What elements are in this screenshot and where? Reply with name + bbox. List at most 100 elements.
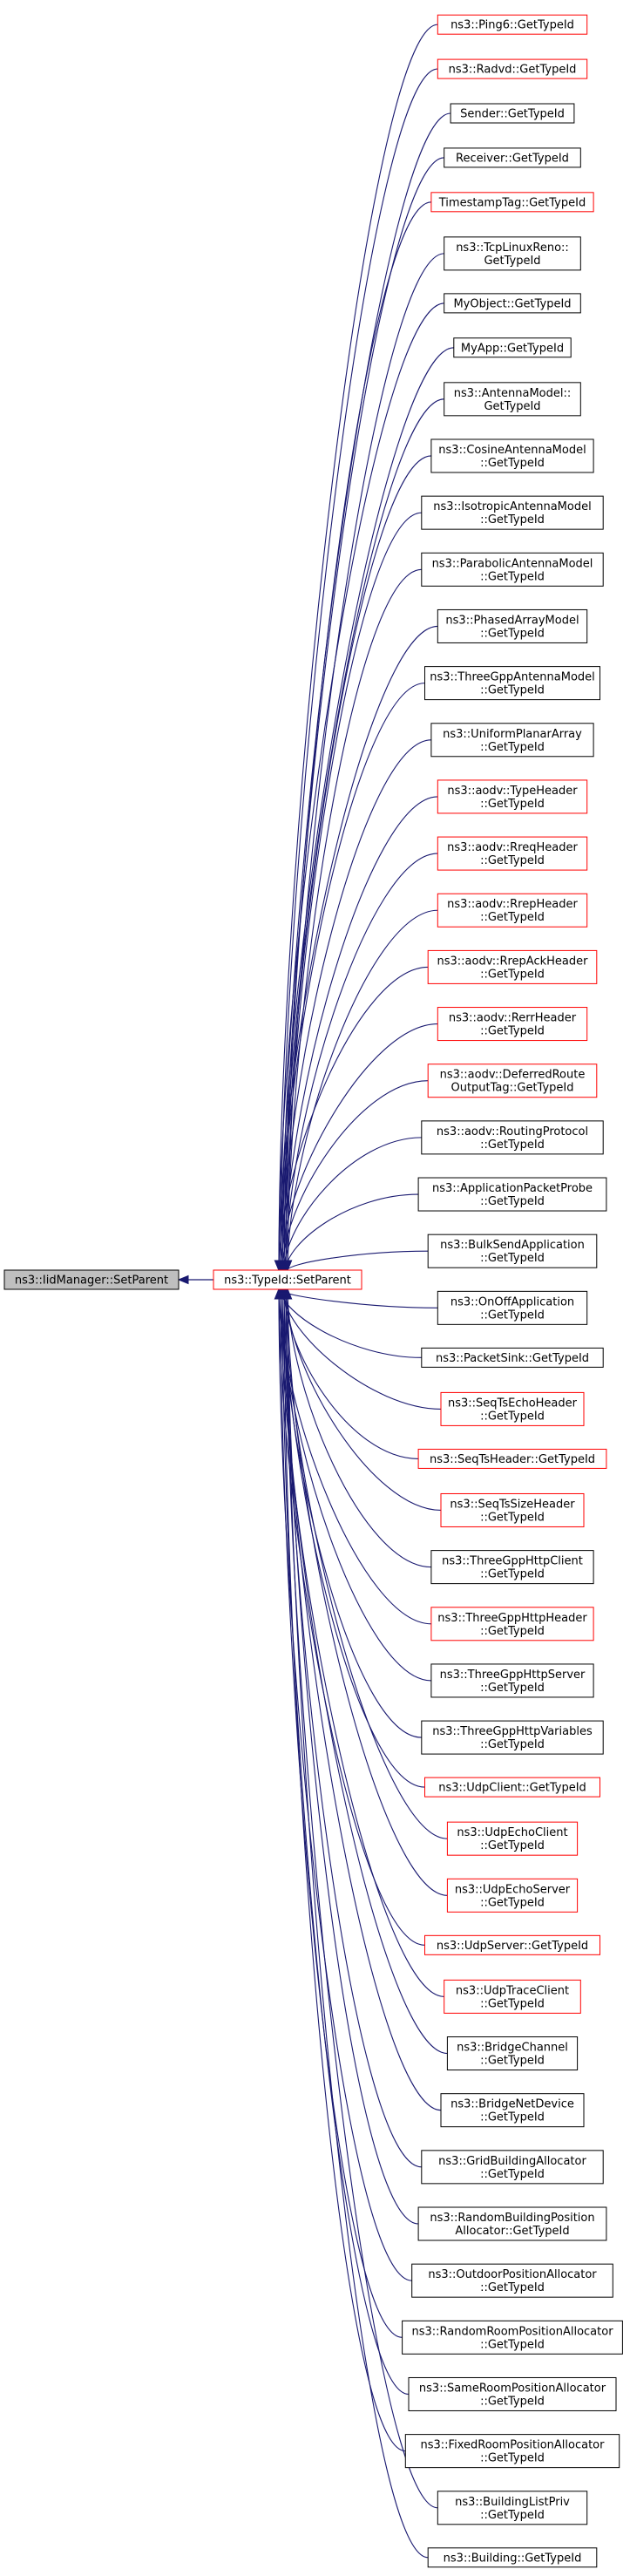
caller-node-bulksendapplication-gettypeid[interactable]: ns3::BulkSendApplication::GetTypeId — [427, 1234, 598, 1268]
node-label: ns3::UdpEchoServer — [455, 1883, 571, 1896]
caller-node-udptraceclient-gettypeid[interactable]: ns3::UdpTraceClient::GetTypeId — [444, 1979, 581, 2014]
node-box — [444, 147, 581, 168]
caller-node-aodv-rrepheader-gettypeid[interactable]: ns3::aodv::RrepHeader::GetTypeId — [437, 893, 588, 928]
node-label: ::GetTypeId — [480, 1138, 545, 1152]
caller-node-udpechoclient-gettypeid[interactable]: ns3::UdpEchoClient::GetTypeId — [446, 1821, 579, 1856]
node-box — [417, 1177, 607, 1212]
edge-randomroompositionallocator-gettypeid — [275, 1288, 403, 2338]
edge-phasedarraymodel-gettypeid — [274, 625, 438, 1272]
caller-node-onoffapplication-gettypeid[interactable]: ns3::OnOffApplication::GetTypeId — [437, 1290, 588, 1325]
node-label: ns3::SeqTsSizeHeader — [450, 1498, 575, 1511]
node-label: ns3::CosineAntennaModel — [438, 444, 586, 457]
node-box — [437, 608, 588, 643]
caller-node-threegpphttpvariables-gettypeid[interactable]: ns3::ThreeGppHttpVariables::GetTypeId — [421, 1720, 604, 1755]
node-box — [427, 1064, 598, 1098]
caller-node-udpclient-gettypeid[interactable]: ns3::UdpClient::GetTypeId — [424, 1777, 600, 1798]
caller-node-myobject-gettypeid[interactable]: MyObject::GetTypeId — [444, 293, 581, 314]
caller-node-bridgenetdevice-gettypeid[interactable]: ns3::BridgeNetDevice::GetTypeId — [440, 2093, 585, 2128]
caller-node-aodv-rerrheader-gettypeid[interactable]: ns3::aodv::RerrHeader::GetTypeId — [437, 1007, 588, 1042]
node-label: ::GetTypeId — [480, 457, 545, 470]
edge-aodv-typeheader-gettypeid — [279, 796, 438, 1272]
caller-node-tcplinuxreno-gettypeid[interactable]: ns3::TcpLinuxReno::GetTypeId — [444, 236, 581, 271]
caller-node-building-gettypeid[interactable]: ns3::Building::GetTypeId — [427, 2547, 598, 2568]
caller-node-randombuildingpositionallocator-gettypeid[interactable]: ns3::RandomBuildingPositionAllocator::Ge… — [417, 2206, 607, 2241]
edge-line — [285, 1288, 448, 1839]
caller-node-sameroompositionallocator-gettypeid[interactable]: ns3::SameRoomPositionAllocator::GetTypeI… — [408, 2376, 617, 2411]
caller-node-threegpphttpserver-gettypeid[interactable]: ns3::ThreeGppHttpServer::GetTypeId — [430, 1663, 594, 1698]
caller-node-myapp-gettypeid[interactable]: MyApp::GetTypeId — [453, 337, 572, 358]
caller-node-seqtssizeheader-gettypeid[interactable]: ns3::SeqTsSizeHeader::GetTypeId — [440, 1492, 585, 1527]
caller-node-bridgechannel-gettypeid[interactable]: ns3::BridgeChannel::GetTypeId — [446, 2036, 579, 2071]
caller-node-seqtsheader-gettypeid[interactable]: ns3::SeqTsHeader::GetTypeId — [417, 1448, 607, 1469]
caller-node-threegppantennamodel-gettypeid[interactable]: ns3::ThreeGppAntennaModel::GetTypeId — [424, 666, 600, 701]
node-label: ns3::ApplicationPacketProbe — [432, 1182, 593, 1195]
caller-node-threegpphttpclient-gettypeid[interactable]: ns3::ThreeGppHttpClient::GetTypeId — [430, 1550, 594, 1585]
edge-line — [285, 1288, 422, 2168]
edge-line — [280, 1288, 444, 1997]
node-label: ::GetTypeId — [480, 1025, 545, 1038]
edge-building-gettypeid — [282, 1288, 429, 2559]
caller-node-outdoorpositionallocator-gettypeid[interactable]: ns3::OutdoorPositionAllocator::GetTypeId — [411, 2263, 613, 2298]
node-label: Receiver::GetTypeId — [456, 152, 569, 165]
node-label: ::GetTypeId — [480, 2111, 545, 2124]
node-label: ::GetTypeId — [480, 1568, 545, 1581]
caller-node-packetsink-gettypeid[interactable]: ns3::PacketSink::GetTypeId — [421, 1347, 604, 1368]
caller-node-parabolicantennamodel-gettypeid[interactable]: ns3::ParabolicAntennaModel::GetTypeId — [421, 552, 604, 587]
node-box — [424, 1777, 600, 1798]
node-label: ns3::UniformPlanarArray — [443, 728, 582, 741]
caller-node-gridbuildingallocator-gettypeid[interactable]: ns3::GridBuildingAllocator::GetTypeId — [421, 2150, 604, 2185]
caller-node-aodv-deferredrouteoutputtag-gettypeid[interactable]: ns3::aodv::DeferredRouteOutputTag::GetTy… — [427, 1064, 598, 1098]
middle-node-typeid-setparent[interactable]: ns3::TypeId::SetParent — [213, 1269, 362, 1290]
caller-node-aodv-rrepackheader-gettypeid[interactable]: ns3::aodv::RrepAckHeader::GetTypeId — [427, 949, 598, 984]
node-label: ::GetTypeId — [480, 513, 545, 527]
node-box — [430, 1607, 594, 1641]
node-label: ns3::aodv::RreqHeader — [447, 841, 578, 854]
node-box — [3, 1269, 180, 1290]
edge-line — [278, 302, 444, 1271]
node-label: ::GetTypeId — [480, 627, 545, 640]
root-node-iidmanager-setparent[interactable]: ns3::IidManager::SetParent — [3, 1269, 180, 1290]
caller-node-buildinglistpriv-gettypeid[interactable]: ns3::BuildingListPriv::GetTypeId — [437, 2491, 588, 2525]
caller-node-aodv-routingprotocol-gettypeid[interactable]: ns3::aodv::RoutingProtocol::GetTypeId — [421, 1120, 604, 1155]
caller-node-fixedroompositionallocator-gettypeid[interactable]: ns3::FixedRoomPositionAllocator::GetType… — [404, 2434, 620, 2469]
edge-line — [278, 625, 438, 1271]
node-label: ns3::SeqTsEchoHeader — [448, 1397, 578, 1410]
caller-node-udpechoserver-gettypeid[interactable]: ns3::UdpEchoServer::GetTypeId — [446, 1878, 579, 1913]
node-label: MyApp::GetTypeId — [461, 342, 564, 355]
caller-node-uniformplanararray-gettypeid[interactable]: ns3::UniformPlanarArray::GetTypeId — [430, 723, 594, 758]
edge-bridgechannel-gettypeid — [277, 1288, 448, 2055]
caller-node-aodv-typeheader-gettypeid[interactable]: ns3::aodv::TypeHeader::GetTypeId — [437, 779, 588, 814]
node-label: ::GetTypeId — [480, 1511, 545, 1524]
caller-node-sender-gettypeid[interactable]: Sender::GetTypeId — [450, 103, 575, 124]
node-box — [446, 1878, 579, 1913]
edge-line — [280, 1288, 422, 1358]
node-box — [437, 58, 588, 79]
edge-line — [287, 568, 422, 1271]
node-label: ns3::SameRoomPositionAllocator — [419, 2382, 606, 2395]
caller-node-applicationpacketprobe-gettypeid[interactable]: ns3::ApplicationPacketProbe::GetTypeId — [417, 1177, 607, 1212]
caller-node-receiver-gettypeid[interactable]: Receiver::GetTypeId — [444, 147, 581, 168]
caller-node-isotropicantennamodel-gettypeid[interactable]: ns3::IsotropicAntennaModel::GetTypeId — [421, 495, 604, 530]
caller-node-aodv-rreqheader-gettypeid[interactable]: ns3::aodv::RreqHeader::GetTypeId — [437, 836, 588, 871]
node-box — [430, 1550, 594, 1585]
edge-udpechoserver-gettypeid — [282, 1288, 448, 1896]
caller-node-randomroompositionallocator-gettypeid[interactable]: ns3::RandomRoomPositionAllocator::GetTyp… — [402, 2320, 623, 2355]
caller-node-ping6-gettypeid[interactable]: ns3::Ping6::GetTypeId — [437, 14, 588, 35]
caller-node-udpserver-gettypeid[interactable]: ns3::UdpServer::GetTypeId — [424, 1934, 600, 1955]
node-box — [437, 1007, 588, 1042]
caller-node-cosineantennamodel-gettypeid[interactable]: ns3::CosineAntennaModel::GetTypeId — [430, 438, 594, 473]
edge-line — [278, 1288, 425, 1946]
node-box — [421, 1120, 604, 1155]
node-label: ::GetTypeId — [480, 2168, 545, 2181]
edge-arrowhead — [282, 1288, 293, 1300]
caller-node-timestamptag-gettypeid[interactable]: TimestampTag::GetTypeId — [430, 192, 594, 213]
caller-node-threegpphttpheader-gettypeid[interactable]: ns3::ThreeGppHttpHeader::GetTypeId — [430, 1607, 594, 1641]
edge-line — [280, 68, 438, 1271]
caller-node-seqtsechoheader-gettypeid[interactable]: ns3::SeqTsEchoHeader::GetTypeId — [440, 1391, 585, 1426]
caller-node-radvd-gettypeid[interactable]: ns3::Radvd::GetTypeId — [437, 58, 588, 79]
caller-node-antennamodel-gettypeid[interactable]: ns3::AntennaModel::GetTypeId — [444, 382, 581, 417]
edge-line — [285, 1193, 419, 1271]
caller-node-phasedarraymodel-gettypeid[interactable]: ns3::PhasedArrayModel::GetTypeId — [437, 608, 588, 643]
node-label: ::GetTypeId — [480, 2055, 545, 2068]
edge-onoffapplication-gettypeid — [274, 1288, 438, 1308]
